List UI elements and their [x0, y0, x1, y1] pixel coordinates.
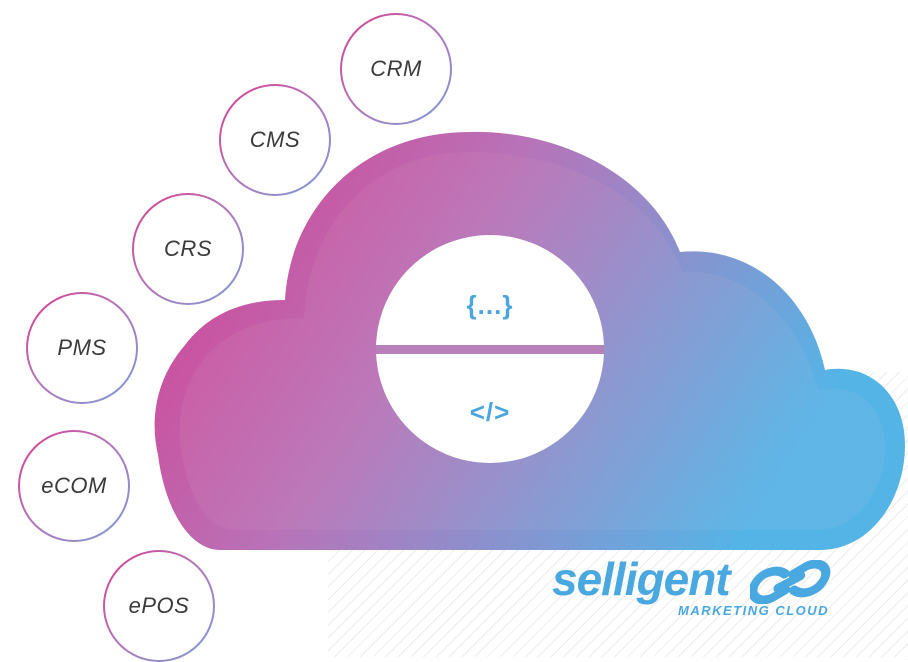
code-tag-icon: </> [469, 397, 511, 427]
infinity-link-icon [750, 560, 831, 604]
bubble-ecom: eCOM [18, 430, 130, 542]
bubble-epos: ePOS [103, 550, 215, 662]
bubble-label-pms: PMS [57, 335, 107, 360]
bubble-label-cms: CMS [249, 127, 301, 152]
bubble-cms: CMS [219, 84, 331, 196]
json-braces-icon: {...} [466, 290, 514, 320]
api-circle [376, 235, 604, 463]
brand-name: selligent [552, 553, 731, 605]
bubble-crm: CRM [340, 13, 452, 125]
bubble-pms: PMS [26, 292, 138, 404]
selligent-logo: selligent MARKETING CLOUD [552, 556, 852, 628]
bubble-label-ecom: eCOM [41, 473, 107, 498]
bubble-label-epos: ePOS [128, 593, 190, 618]
brand-tagline: MARKETING CLOUD [678, 603, 830, 618]
bubble-crs: CRS [132, 193, 244, 305]
bubble-label-crm: CRM [370, 56, 422, 81]
bubble-label-crs: CRS [164, 236, 212, 261]
